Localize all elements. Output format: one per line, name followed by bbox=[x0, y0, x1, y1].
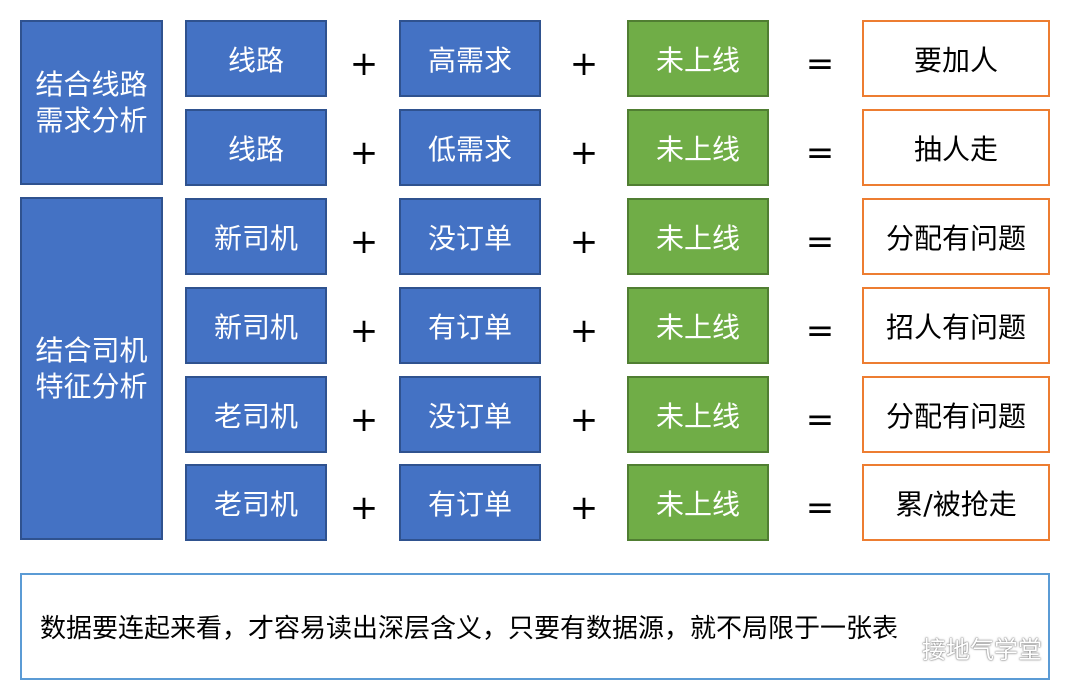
plus-operator: + bbox=[349, 222, 379, 262]
row-condition-box: 没订单 bbox=[399, 376, 541, 453]
plus-operator: + bbox=[569, 400, 599, 440]
group-label-route-demand: 结合线路需求分析 bbox=[20, 20, 163, 185]
row-condition-box: 低需求 bbox=[399, 109, 541, 186]
watermark: 接地气学堂 bbox=[880, 630, 1042, 665]
row-condition-box: 有订单 bbox=[399, 464, 541, 541]
row-status-box: 未上线 bbox=[627, 464, 769, 541]
plus-operator: + bbox=[569, 488, 599, 528]
group-label-driver-features: 结合司机特征分析 bbox=[20, 197, 163, 540]
row-subject-box: 老司机 bbox=[185, 376, 327, 453]
row-status-box: 未上线 bbox=[627, 376, 769, 453]
row-result-box: 累/被抢走 bbox=[862, 464, 1050, 541]
equals-operator: = bbox=[805, 222, 835, 262]
row-subject-box: 老司机 bbox=[185, 464, 327, 541]
row-condition-box: 没订单 bbox=[399, 198, 541, 275]
plus-operator: + bbox=[349, 488, 379, 528]
wechat-icon bbox=[881, 633, 915, 660]
plus-operator: + bbox=[349, 311, 379, 351]
plus-operator: + bbox=[569, 311, 599, 351]
row-subject-box: 新司机 bbox=[185, 287, 327, 364]
watermark-text: 接地气学堂 bbox=[922, 636, 1042, 664]
row-condition-box: 高需求 bbox=[399, 20, 541, 97]
row-status-box: 未上线 bbox=[627, 287, 769, 364]
row-subject-box: 线路 bbox=[185, 109, 327, 186]
row-subject-box: 新司机 bbox=[185, 198, 327, 275]
equals-operator: = bbox=[805, 400, 835, 440]
equals-operator: = bbox=[805, 133, 835, 173]
row-result-box: 分配有问题 bbox=[862, 376, 1050, 453]
row-condition-box: 有订单 bbox=[399, 287, 541, 364]
footer-note: 数据要连起来看，才容易读出深层含义，只要有数据源，就不局限于一张表 bbox=[20, 573, 1050, 680]
plus-operator: + bbox=[569, 44, 599, 84]
plus-operator: + bbox=[349, 133, 379, 173]
row-result-box: 抽人走 bbox=[862, 109, 1050, 186]
row-result-box: 要加人 bbox=[862, 20, 1050, 97]
row-result-box: 招人有问题 bbox=[862, 287, 1050, 364]
equals-operator: = bbox=[805, 488, 835, 528]
row-status-box: 未上线 bbox=[627, 109, 769, 186]
plus-operator: + bbox=[349, 400, 379, 440]
row-subject-box: 线路 bbox=[185, 20, 327, 97]
row-status-box: 未上线 bbox=[627, 198, 769, 275]
equals-operator: = bbox=[805, 311, 835, 351]
plus-operator: + bbox=[569, 222, 599, 262]
equals-operator: = bbox=[805, 44, 835, 84]
row-result-box: 分配有问题 bbox=[862, 198, 1050, 275]
plus-operator: + bbox=[569, 133, 599, 173]
row-status-box: 未上线 bbox=[627, 20, 769, 97]
plus-operator: + bbox=[349, 44, 379, 84]
footer-text: 数据要连起来看，才容易读出深层含义，只要有数据源，就不局限于一张表 bbox=[40, 614, 899, 644]
